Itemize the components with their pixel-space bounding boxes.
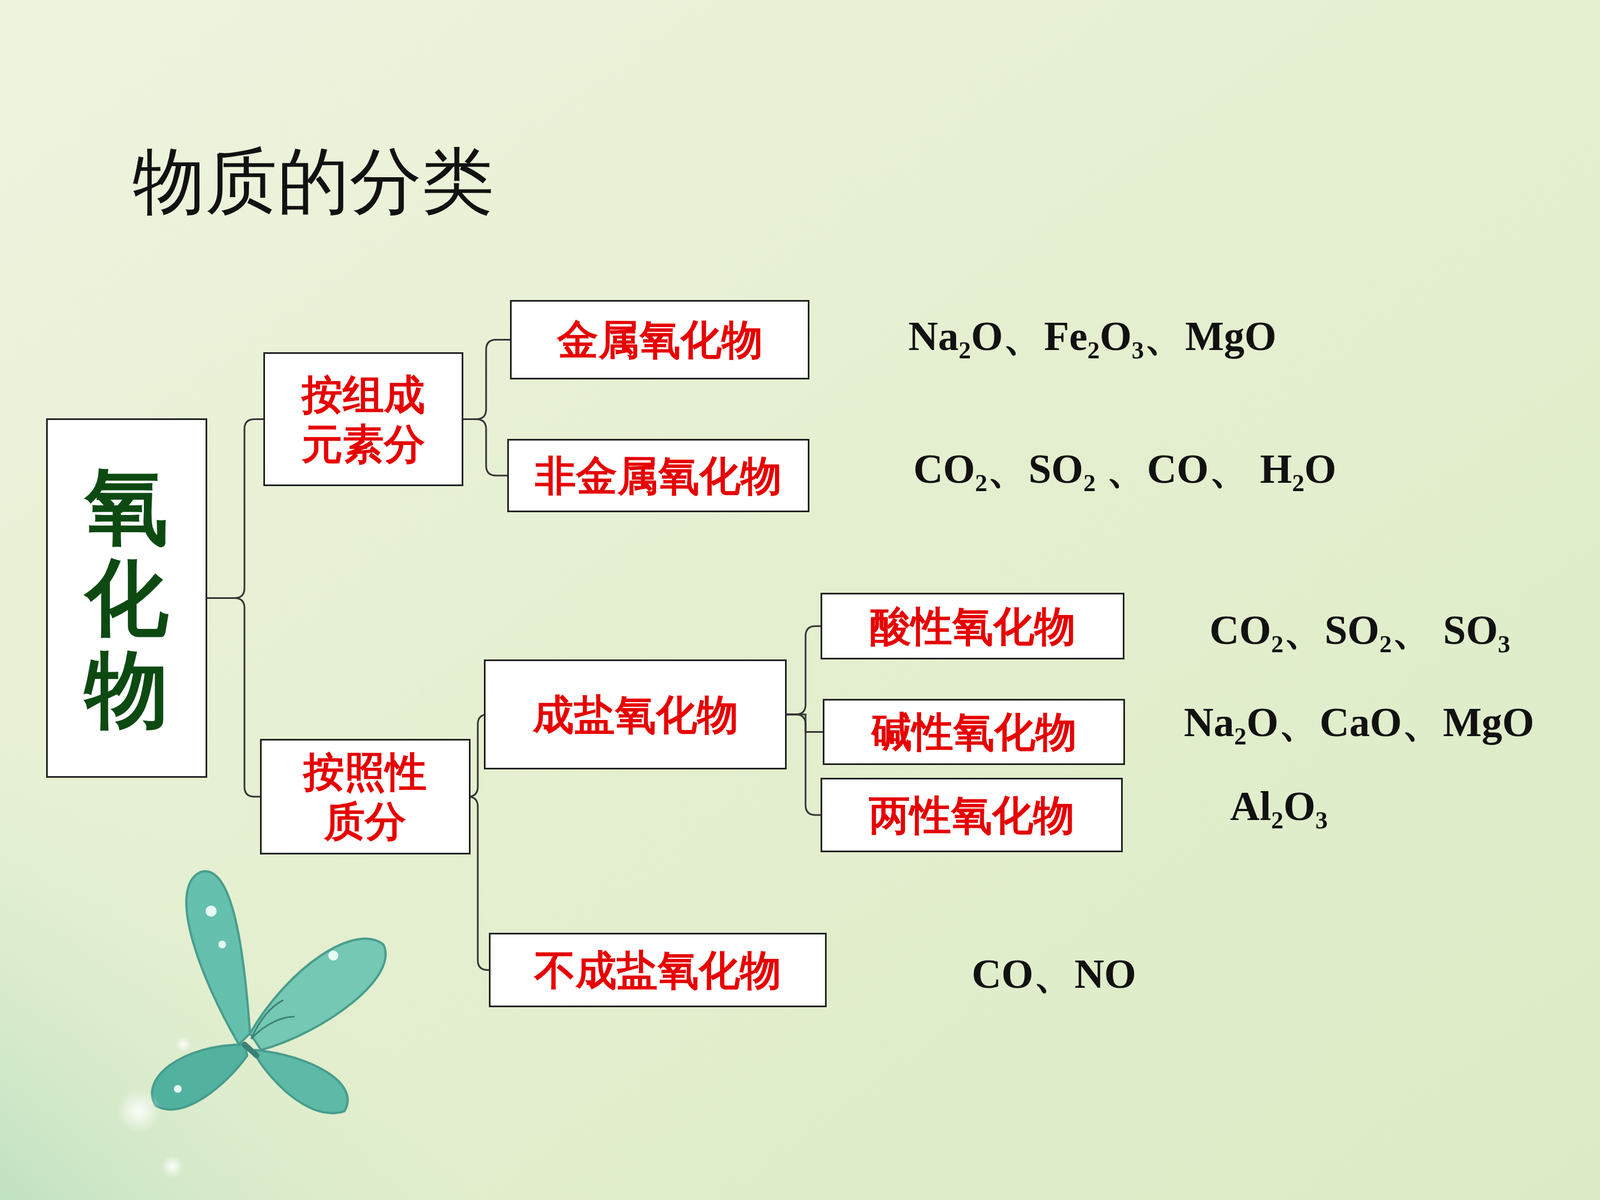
category-box: 碱性氧化物: [822, 698, 1125, 765]
bracket-connector: [463, 340, 510, 420]
root-box: 氧化物: [46, 418, 208, 778]
formula-examples: CO、NO: [971, 946, 1137, 1003]
category-box: 两性氧化物: [820, 777, 1123, 853]
bracket-connector: [463, 419, 508, 477]
box-label: 氧化物: [85, 460, 169, 736]
category-box: 酸性氧化物: [820, 592, 1125, 660]
butterfly: [152, 871, 386, 1113]
box-label: 按照性质分: [301, 747, 429, 847]
formula-examples: CO₂、SO₂ 、CO、 H₂O: [913, 441, 1337, 498]
bracket-connector: [207, 598, 260, 798]
box-label: 两性氧化物: [868, 790, 1075, 840]
category-box: 非金属氧化物: [507, 438, 810, 513]
category-box: 按组成元素分: [263, 352, 464, 487]
bracket-connector: [786, 626, 821, 715]
formula-examples: CO₂、SO₂、 SO₃: [1209, 602, 1511, 659]
formula-examples: Na₂O、Fe₂O₃、MgO: [908, 308, 1277, 365]
slide-title: 物质的分类: [132, 133, 494, 232]
box-label: 按组成元素分: [299, 370, 427, 469]
bracket-connector: [207, 419, 264, 599]
category-box: 不成盐氧化物: [488, 932, 827, 1008]
bracket-connector: [467, 796, 489, 970]
formula-examples: Al₂O₃: [1230, 782, 1328, 830]
box-label: 酸性氧化物: [870, 601, 1076, 652]
box-label: 非金属氧化物: [535, 451, 782, 501]
box-label: 成盐氧化物: [532, 690, 739, 740]
box-label: 不成盐氧化物: [534, 945, 782, 995]
category-box: 金属氧化物: [510, 300, 810, 380]
box-label: 碱性氧化物: [871, 707, 1077, 757]
formula-examples: Na₂O、CaO、MgO: [1183, 695, 1535, 751]
bracket-connector: [786, 714, 821, 815]
category-box: 按照性质分: [260, 738, 471, 855]
box-label: 金属氧化物: [557, 315, 763, 365]
category-box: 成盐氧化物: [483, 659, 787, 770]
